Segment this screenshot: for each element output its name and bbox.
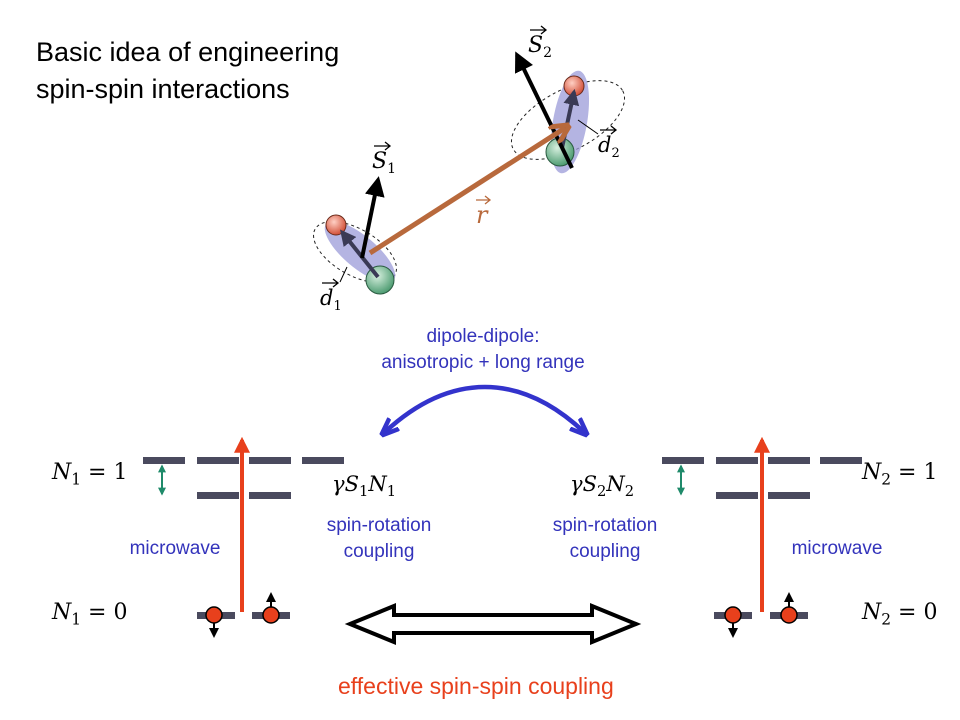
d1-label: d1 [320,278,342,314]
svg-text:S1: S1 [372,149,396,177]
left-upper-level-label: N1 = 1 [52,460,128,489]
left-energy-levels [143,436,344,638]
molecule-1 [313,176,397,295]
left-lower-level-label: N1 = 0 [52,600,128,629]
title-line-2: spin-spin interactions [36,74,290,104]
left-electron-1 [205,606,223,624]
dipole-d1-arrow [340,229,380,279]
d1-vec-mark [322,278,340,288]
dipole-curved-arrow [385,384,584,432]
right-upper-level-label: N2 = 1 [862,460,938,489]
right-coupling-line-1: spin-rotation [552,515,658,536]
effective-coupling-label: effective spin-spin coupling [338,673,614,699]
svg-text:r: r [476,201,489,229]
title-line-1: Basic idea of engineering [36,37,340,67]
d1-leader [339,266,348,283]
dipole-line-2: anisotropic + long range [381,352,585,373]
right-energy-levels [662,436,862,638]
svg-text:d1: d1 [320,286,342,314]
left-coupling-line-2: coupling [343,541,415,562]
svg-text:S2: S2 [528,33,552,61]
dipole-line-1: dipole-dipole: [426,326,540,347]
d2-label: d2 [598,125,620,161]
right-electron-2 [780,606,798,624]
r-label: r [476,195,492,229]
s1-vec-mark [374,141,392,151]
slide-title: Basic idea of engineering spin-spin inte… [36,34,339,108]
left-microwave-label: microwave [129,538,221,559]
right-spin-rotation-label: spin-rotation coupling [522,513,688,565]
s2-vec-mark [530,25,548,35]
left-coupling-line-1: spin-rotation [326,515,432,536]
s1-label: S1 [372,141,396,177]
left-coupling-term: γS1N1 [332,472,397,501]
left-spin-rotation-label: spin-rotation coupling [296,513,462,565]
right-lower-level-label: N2 = 0 [862,600,938,629]
r-vec-mark [476,195,492,205]
effective-coupling-double-arrow [344,603,642,645]
d2-vec-mark [600,125,618,135]
right-coupling-term: γS2N2 [570,472,635,501]
s2-label: S2 [528,25,552,61]
spin-s1-arrow [360,176,385,259]
right-microwave-label: microwave [791,538,883,559]
left-electron-2 [262,606,280,624]
right-electron-1 [724,606,742,624]
spin-s2-arrow [515,51,574,169]
svg-text:d2: d2 [598,133,620,161]
r-vector-arrow [368,128,565,256]
dipole-dipole-label: dipole-dipole: anisotropic + long range [330,324,636,376]
d2-leader [577,119,599,135]
right-coupling-line-2: coupling [569,541,641,562]
